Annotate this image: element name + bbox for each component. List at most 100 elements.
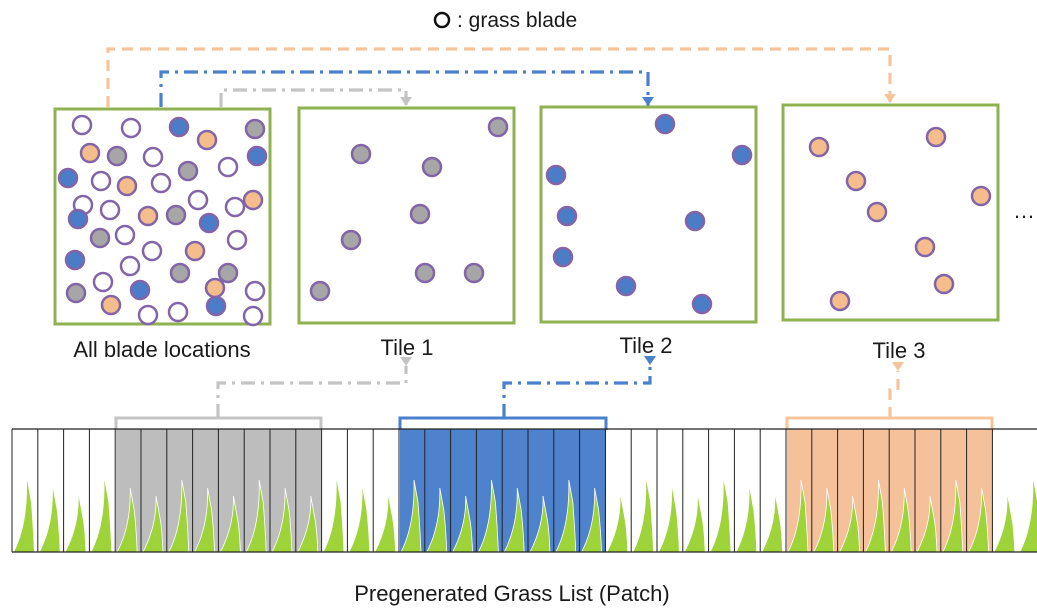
tile-3-dots <box>808 126 992 312</box>
grass-blade-icon <box>14 480 34 552</box>
blade-orange <box>970 185 992 207</box>
blade-gray <box>65 282 87 304</box>
gray-arrow-arrowhead <box>400 97 412 106</box>
blade-orange <box>196 129 218 151</box>
blade-gray <box>309 280 331 302</box>
grass-blade-icon <box>762 496 783 552</box>
blade-gray <box>89 227 111 249</box>
blade-orange <box>829 290 851 312</box>
blade-blue <box>67 208 89 230</box>
blade-gray <box>414 262 436 284</box>
grass-blade-icon <box>193 487 216 553</box>
orange-segment-bracket <box>785 416 994 430</box>
blade-blue <box>552 246 574 268</box>
grass-blade-icon <box>400 479 422 553</box>
blade-orange <box>184 240 206 262</box>
tile-2-label: Tile 2 <box>620 333 673 358</box>
blade-empty <box>187 189 209 211</box>
blade-empty <box>224 196 246 218</box>
tile-1-label: Tile 1 <box>381 335 434 360</box>
blade-gray <box>350 143 372 165</box>
grass-blade-icon <box>375 496 396 552</box>
grass-blade-icon <box>65 496 86 552</box>
grass-blade-icon <box>349 488 370 552</box>
grass-blade-icon <box>787 479 809 553</box>
blade-blue <box>545 164 567 186</box>
panel-all-label: All blade locations <box>73 337 250 362</box>
blade-gray <box>177 160 199 182</box>
blade-orange <box>79 142 101 164</box>
blade-gray <box>340 229 362 251</box>
blade-orange <box>242 189 264 211</box>
orange-ribbon-arrow-line <box>888 371 900 418</box>
grass-blade-icon <box>297 495 319 553</box>
blade-blue <box>168 116 190 138</box>
blade-gray <box>487 116 509 138</box>
grass-blade-icon <box>245 479 267 553</box>
grass-blade-icon <box>39 488 60 552</box>
grass-blade-icon <box>942 479 964 553</box>
blade-empty <box>217 156 239 178</box>
grass-blade-icon <box>116 487 138 553</box>
blade-orange <box>914 236 936 258</box>
grass-blade-icon <box>813 487 835 553</box>
blade-gray <box>244 118 266 140</box>
grass-blade-icon <box>477 479 499 553</box>
ribbon-cells <box>11 416 1037 553</box>
gray-segment-bracket <box>114 416 323 430</box>
grass-blade-icon <box>864 479 886 553</box>
blade-empty <box>141 240 163 262</box>
blade-blue <box>556 205 578 227</box>
blue-ribbon-arrow-line <box>502 365 652 418</box>
blade-gray <box>421 156 443 178</box>
blade-blue <box>615 275 637 297</box>
blade-empty <box>137 304 159 326</box>
legend-text: : grass blade <box>457 9 577 32</box>
blue-segment-bracket <box>398 416 608 430</box>
grass-blade-icon <box>838 495 861 553</box>
grass-blade-icon <box>633 480 654 552</box>
blade-blue <box>654 113 676 135</box>
blade-blue <box>64 249 86 271</box>
blade-empty <box>242 305 264 327</box>
blade-orange <box>925 126 947 148</box>
blade-orange <box>845 170 867 192</box>
blade-blue <box>205 295 227 317</box>
panel-all-dots <box>57 114 268 327</box>
blade-blue <box>57 167 79 189</box>
grass-blade-icon <box>219 495 241 553</box>
blade-blue <box>691 293 713 315</box>
connector-arrows <box>106 47 904 418</box>
blue-ribbon-arrow-arrowhead <box>644 356 656 365</box>
blade-blue <box>198 212 220 234</box>
blade-empty <box>167 301 189 323</box>
orange-ribbon-arrow-arrowhead <box>892 362 904 371</box>
blade-gray <box>409 203 431 225</box>
blade-orange <box>866 201 888 223</box>
grass-blade-icon <box>967 487 990 553</box>
grass-blade-icon <box>710 480 731 552</box>
tile-2-dots <box>545 113 753 315</box>
blade-empty <box>92 271 114 293</box>
grass-patch-ribbon <box>11 416 1037 553</box>
blade-empty <box>119 255 141 277</box>
grass-blade-icon <box>607 496 628 552</box>
grass-blade-icon <box>168 479 190 553</box>
grass-blade-icon <box>916 495 938 553</box>
orange-arrow-line <box>106 47 892 107</box>
blade-empty <box>244 280 266 302</box>
blade-orange <box>137 205 159 227</box>
panel-tile-1: Tile 1 <box>297 106 516 360</box>
grass-blade-icon <box>890 487 912 553</box>
grass-blade-icon <box>994 496 1015 552</box>
blade-empty <box>99 199 121 221</box>
panel-all-blade-locations: All blade locations <box>53 107 272 362</box>
grass-list-caption: Pregenerated Grass List (Patch) <box>354 581 669 606</box>
blade-empty <box>114 224 136 246</box>
blue-arrow-arrowhead <box>642 97 654 106</box>
grass-blade-icon <box>580 487 603 553</box>
legend-circle-icon <box>433 11 451 29</box>
blade-empty <box>71 114 93 136</box>
grass-blade-icon <box>91 480 112 552</box>
